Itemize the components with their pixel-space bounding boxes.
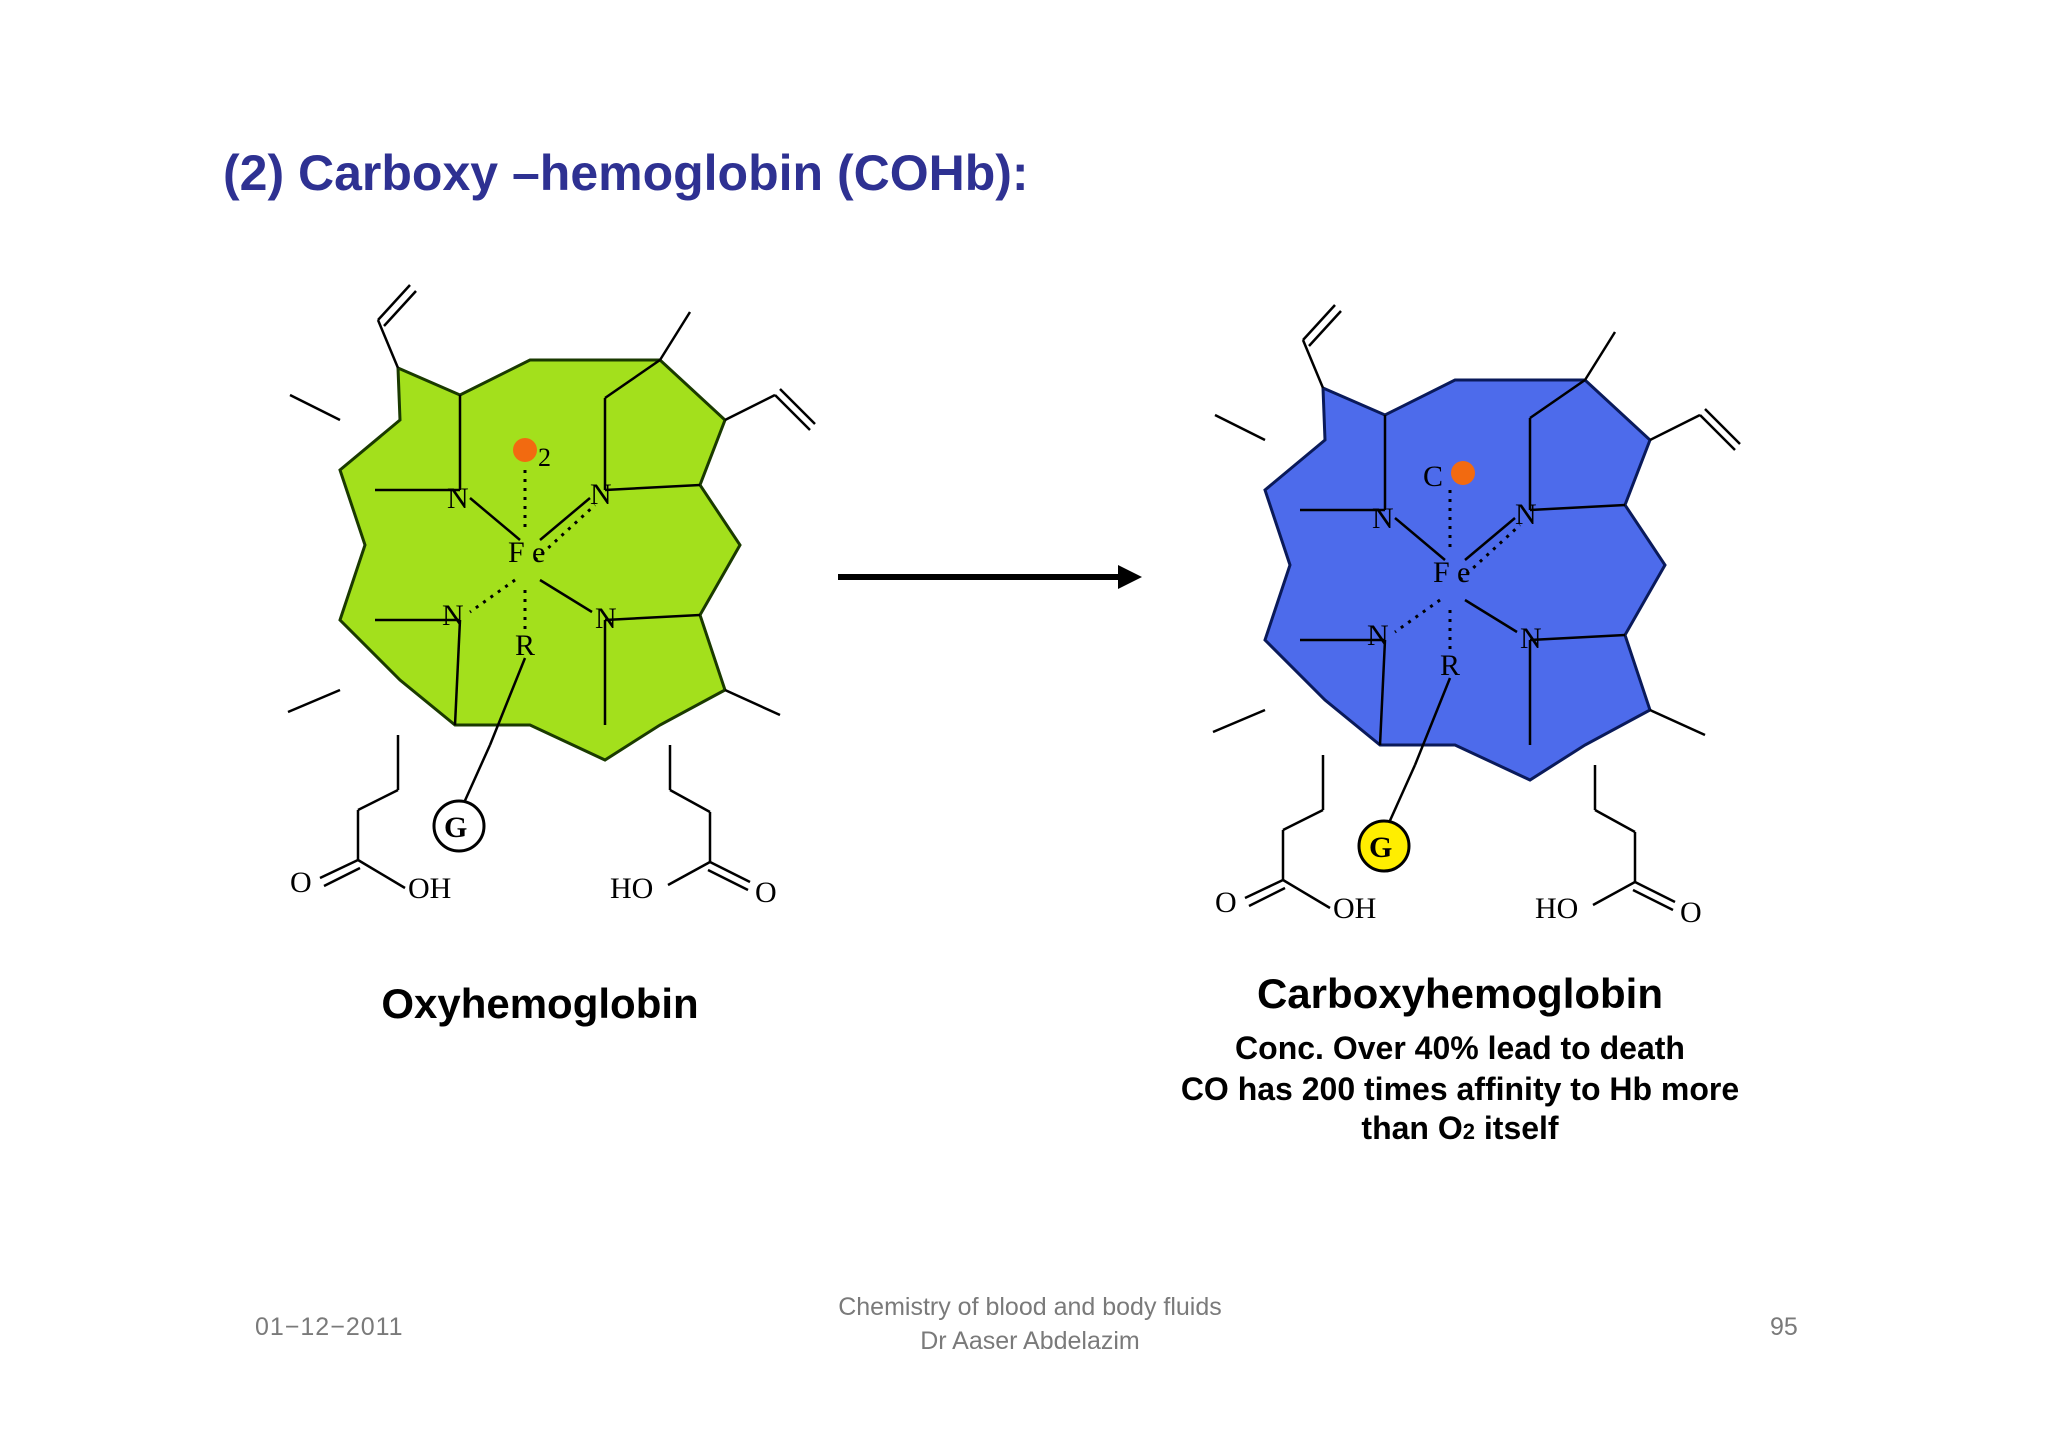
ho-right-propionate: HO [610,872,653,905]
carboxy-note-line3-a: than O [1361,1110,1463,1146]
carboxy-note-line3-sub: 2 [1462,1119,1475,1144]
iron-f-right: F [1433,556,1450,589]
iron-e-right: e [1457,556,1470,589]
globin-label-left: G [444,811,467,844]
carbon-monoxide-oxygen-dot [1451,461,1475,485]
nitrogen-se-left: N [595,602,617,635]
carboxy-note-line2: CO has 200 times affinity to Hb more [1180,1071,1740,1107]
footer-course: Chemistry of blood and body fluids Dr Aa… [730,1290,1330,1358]
reaction-arrow [838,565,1142,589]
iron-f-left: F [508,536,525,569]
footer-page-number: 95 [1770,1313,1798,1341]
ho-right-propionate-2: HO [1535,892,1578,925]
oxygen-carbonyl-right: O [755,876,777,909]
hydroxyl-right: OH [1333,892,1376,925]
oxyhemoglobin-structure: N N N N F e R 2 G O OH HO O [287,284,816,909]
nitrogen-ne-right: N [1515,498,1537,531]
nitrogen-ne-left: N [590,478,612,511]
carboxyhemoglobin-structure: N N N N F e R C G O OH HO O [1212,304,1741,929]
nitrogen-nw-left: N [447,482,469,515]
carboxy-note-line1: Conc. Over 40% lead to death [1235,1030,1685,1066]
footer-date: 01−12−2011 [255,1313,404,1341]
carboxy-note-line3-b: itself [1475,1110,1559,1146]
carboxy-note-line3: than O2 itself [1060,1110,1860,1147]
footer-author: Dr Aaser Abdelazim [920,1327,1140,1355]
residue-left: R [515,629,535,662]
globin-label-right: G [1369,831,1392,864]
oxygen-carbonyl-left: O [290,866,312,899]
carbon-label-right: C [1423,460,1443,493]
globin-left [432,799,486,853]
nitrogen-sw-left: N [442,599,464,632]
nitrogen-nw-right: N [1372,502,1394,535]
nitrogen-sw-right: N [1367,619,1389,652]
residue-right: R [1440,649,1460,682]
hydroxyl-left: OH [408,872,451,905]
oxygen-carbonyl-left-2: O [1215,886,1237,919]
carboxyhemoglobin-caption: Carboxyhemoglobin [1256,970,1664,1017]
oxygen-subscript-left: 2 [538,443,551,472]
oxygen-carbonyl-right-2: O [1680,896,1702,929]
oxygen-ligand-dot [513,438,537,462]
iron-e-left: e [532,536,545,569]
slide-title: (2) Carboxy –hemoglobin (COHb): [223,145,1029,201]
nitrogen-se-right: N [1520,622,1542,655]
globin-right [1357,819,1411,873]
footer-course-title: Chemistry of blood and body fluids [838,1293,1222,1321]
oxyhemoglobin-caption: Oxyhemoglobin [381,980,699,1027]
